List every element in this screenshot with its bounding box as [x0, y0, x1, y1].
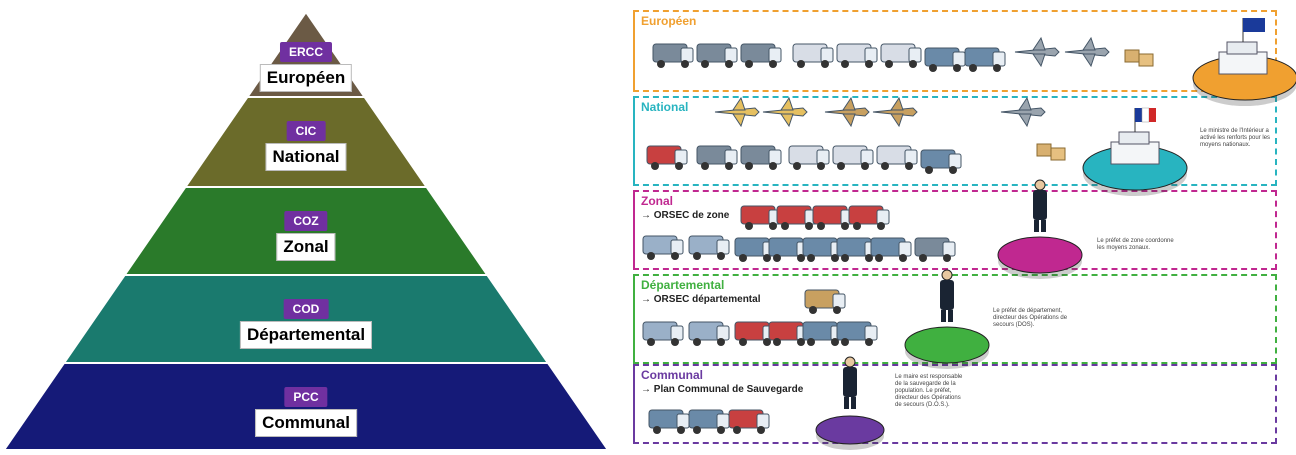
band-1: Européen [633, 10, 1277, 92]
pyramid-tier-coz [122, 186, 490, 276]
pyramid-tier-cod [62, 274, 550, 364]
band-title: Zonal [641, 194, 673, 208]
tier-label-coz: Zonal [276, 233, 336, 261]
annotation-zonal: Le préfet de zone coordonne les moyens z… [1097, 238, 1174, 251]
tier-badge-pcc: PCC [284, 387, 328, 407]
band-title: National [641, 100, 689, 114]
band-subtitle: → Plan Communal de Sauvegarde [641, 384, 804, 395]
tier-badge-cic: CIC [286, 121, 326, 141]
annotation-communal: Le maire est responsable de la sauvegard… [895, 374, 963, 408]
annotation-departemental: Le préfet de département, directeur des … [993, 308, 1068, 328]
tier-badge-cod: COD [283, 299, 329, 319]
band-2: National [633, 96, 1277, 186]
annotation-national: Le ministre de l'Intérieur a activé les … [1200, 128, 1271, 148]
band-title: Européen [641, 14, 697, 28]
band-subtitle: → ORSEC de zone [641, 210, 730, 221]
tier-badge-coz: COZ [284, 211, 328, 231]
band-subtitle: → ORSEC départemental [641, 294, 761, 305]
tier-label-ercc: Européen [259, 64, 353, 92]
band-3: Zonal → ORSEC de zone [633, 190, 1277, 270]
tier-label-pcc: Communal [255, 409, 357, 437]
band-title: Communal [641, 368, 704, 382]
pyramid-tier-cic [183, 96, 429, 188]
tier-label-cod: Départemental [239, 321, 373, 349]
tier-badge-ercc: ERCC [279, 42, 333, 62]
band-title: Départemental [641, 278, 725, 292]
band-4: Départemental → ORSEC départemental [633, 274, 1277, 364]
tier-label-cic: National [265, 143, 347, 171]
